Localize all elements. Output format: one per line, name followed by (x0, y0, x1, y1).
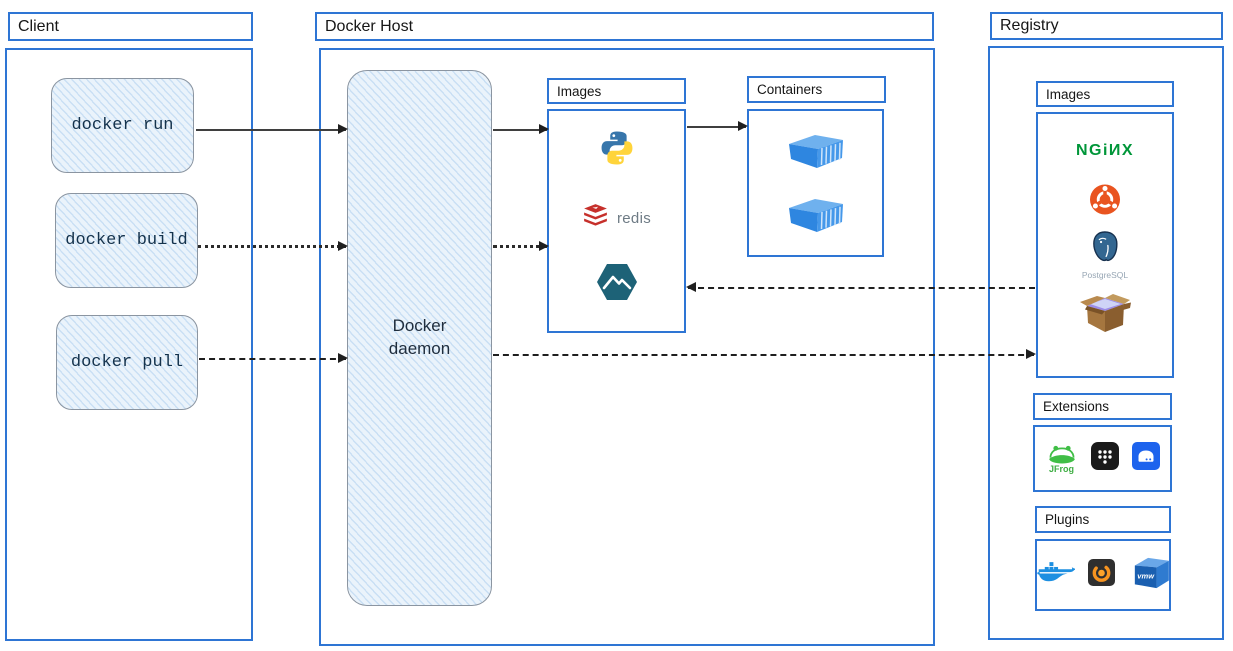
jfrog-label: JFrog (1048, 463, 1074, 474)
containers-title-bar: Containers (747, 76, 886, 103)
jfrog-icon: JFrog (1046, 444, 1078, 474)
client-title: Client (18, 17, 59, 35)
registry-images-panel: NGiИX (1036, 112, 1174, 378)
docker-daemon-label: Docker daemon (388, 316, 451, 358)
ubuntu-icon (1089, 184, 1121, 220)
alpine-icon (596, 263, 638, 306)
arrow-images-to-containers (687, 121, 748, 131)
client-title-bar: Client (8, 12, 253, 41)
docker-run-node: docker run (51, 78, 194, 173)
redis-image-row: redis (549, 203, 684, 233)
registry-title-bar: Registry (990, 12, 1223, 40)
containers-title: Containers (757, 82, 823, 97)
plugins-panel: vmw (1035, 539, 1171, 611)
host-images-panel: redis (547, 109, 686, 333)
arrow-build-to-daemon (198, 241, 348, 251)
docker-daemon-node: Docker daemon (347, 70, 492, 606)
postgresql-icon (1082, 230, 1128, 269)
redis-label: redis (616, 209, 651, 227)
registry-images-title-bar: Images (1036, 81, 1174, 107)
nginx-wordmark: NGiИX (1075, 142, 1135, 159)
plugins-title-bar: Plugins (1035, 506, 1171, 533)
extensions-panel: JFrog (1033, 425, 1172, 492)
host-images-title-bar: Images (547, 78, 686, 104)
docker-host-title-bar: Docker Host (315, 12, 934, 41)
extensions-title: Extensions (1043, 399, 1110, 414)
container-icon (785, 131, 847, 176)
busybox-icon (1077, 292, 1133, 339)
docker-run-label: docker run (71, 116, 174, 135)
drive-extension-icon (1131, 442, 1160, 475)
host-images-title: Images (557, 83, 602, 99)
python-icon (598, 129, 636, 172)
docker-host-title: Docker Host (325, 17, 414, 35)
docker-pull-label: docker pull (70, 353, 184, 372)
postgresql-label: PostgreSQL (1081, 270, 1129, 280)
docker-build-label: docker build (65, 231, 188, 250)
arrow-pull-to-daemon (199, 353, 348, 363)
docker-pull-node: docker pull (56, 315, 198, 410)
app-grid-icon (1090, 442, 1119, 475)
registry-images-title: Images (1046, 86, 1091, 102)
postgresql-image: PostgreSQL (1082, 230, 1128, 280)
vmware-icon: vmw (1128, 556, 1170, 595)
arrow-daemon-to-images-dotted (493, 241, 549, 251)
arrow-daemon-to-registry (493, 349, 1036, 359)
extensions-title-bar: Extensions (1033, 393, 1172, 420)
registry-title: Registry (1000, 17, 1059, 34)
extensions-icon-row: JFrog (1035, 427, 1170, 490)
container-icon (785, 195, 847, 240)
vmware-label: vmw (1137, 571, 1155, 580)
plugins-title: Plugins (1045, 512, 1090, 527)
docker-build-node: docker build (55, 193, 198, 288)
redis-icon (582, 203, 610, 233)
containers-panel (747, 109, 884, 257)
docker-whale-icon (1036, 559, 1077, 592)
grafana-icon (1087, 559, 1115, 591)
plugins-icon-row: vmw (1036, 541, 1170, 609)
arrow-registry-to-host-images (686, 282, 1035, 292)
arrow-run-to-daemon (196, 124, 348, 134)
arrow-daemon-to-images-solid (493, 124, 549, 134)
